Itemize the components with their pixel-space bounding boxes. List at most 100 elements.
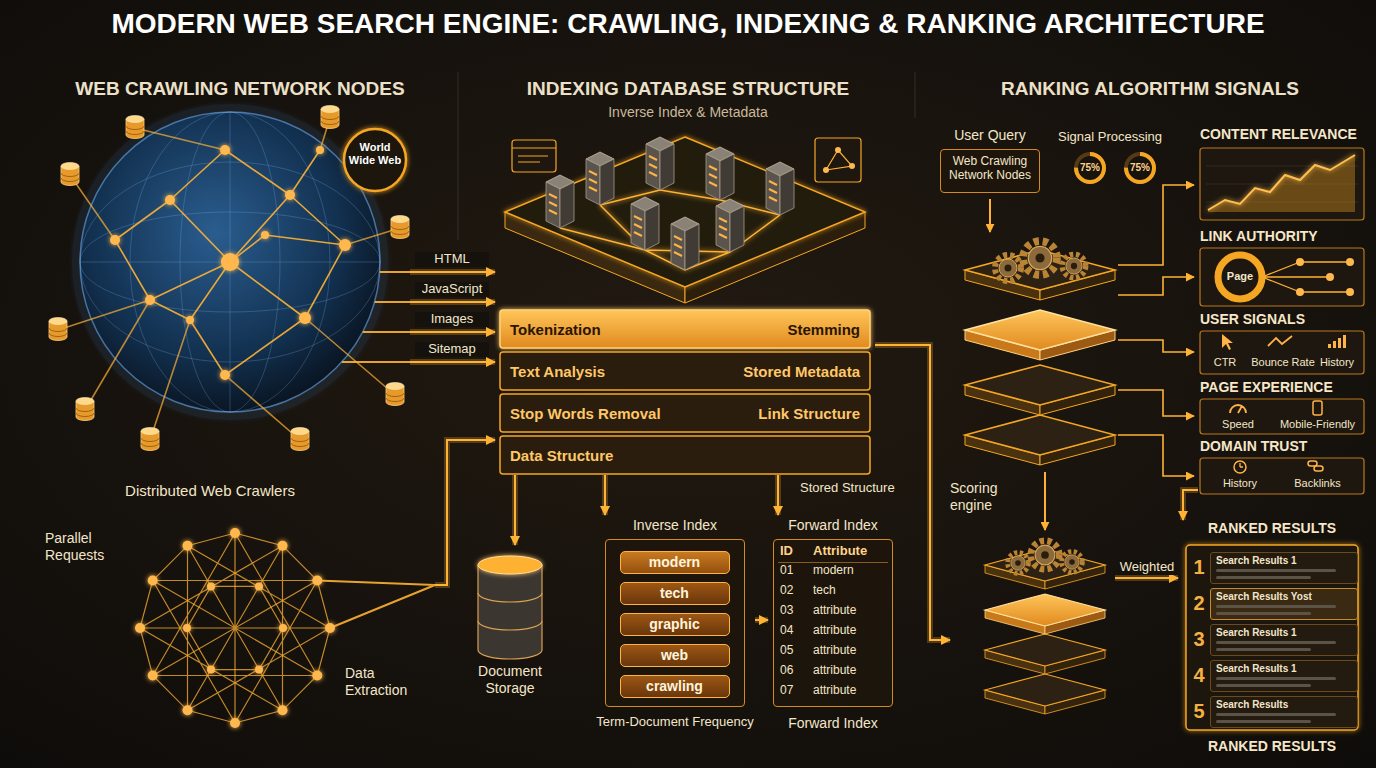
index-stack-art [500,394,870,432]
engine-lower [985,634,1105,674]
node-text: Distributed Web Crawlers [80,482,340,499]
index-stack-art [500,436,870,474]
signal-panel [1240,463,1243,467]
panel [1216,677,1336,680]
document-cylinder [478,556,542,574]
percent-value: 75% [1075,162,1105,174]
index-stack-art [766,162,794,215]
globe-illustration [386,383,404,406]
mesh-network [140,533,435,723]
node-text: 05 [780,644,810,658]
connector [410,361,495,363]
signal-panel [1262,262,1350,292]
connector-glow [410,269,495,275]
engine-upper [965,415,1115,465]
index-stack-art [586,152,614,205]
node-text: attribute [813,644,888,658]
mesh-node: Parallel RequestsData Extraction [40,515,435,760]
node-text: tech [813,584,888,598]
globe-illustration [316,146,324,154]
globe-illustration [110,145,351,380]
globe-illustration [165,195,175,205]
engine-upper [965,310,1115,360]
node-title: 1 [1190,556,1208,579]
globe-illustration [72,104,388,420]
edge-label: HTML [415,252,489,267]
panel [1216,684,1311,687]
term-pill: crawling [620,675,730,698]
node-text: Mobile-Friendly [1275,418,1360,431]
node-text: Page [1225,270,1255,283]
scoring-engine: Scoring engine [950,480,1115,705]
globe-illustration [80,112,380,412]
signal-panel [1326,273,1334,281]
results-panel [1186,545,1358,730]
node-text: modern [813,564,888,578]
globe-illustration [49,318,67,341]
mesh-network [135,623,145,633]
node-title: 4 [1190,664,1208,687]
mesh-network [317,581,435,629]
node-text: Stemming [685,321,860,338]
index-stack-art [826,150,852,170]
document-cylinder [478,556,542,659]
node-title: Tokenization [510,321,685,338]
mesh-network [230,718,240,728]
index-stack-art [505,137,865,287]
engine-upper [1126,154,1154,182]
node-title: User Query [935,127,1045,143]
node-text: Term-Document Frequency [595,715,755,730]
signal-panel [1346,258,1354,266]
forward-index: Forward IndexIDAttribute01modern02tech03… [768,515,898,745]
panel [1216,612,1311,615]
signal-panel [1343,335,1346,348]
index-stack-art [835,147,841,153]
engine-lower [1062,552,1083,573]
node-title: PAGE EXPERIENCE [1200,379,1366,395]
globe-node: World Wide WebDistributed Web Crawlers [40,100,410,510]
section-heading: WEB CRAWLING NETWORK NODES [30,78,450,100]
panel [1216,641,1336,644]
signal-panel [1328,335,1346,348]
engine-upper [1118,185,1194,476]
flow-label: Stored Structure [800,481,900,496]
index-stack-art [560,190,780,270]
result-row: 2Search Results Yost [1190,588,1358,620]
term-pill: graphic [620,613,730,636]
mesh-network [183,624,191,632]
mesh-network [207,666,215,674]
engine-upper [995,255,1021,281]
globe-illustration [339,239,351,251]
globe-illustration [291,428,309,451]
signal-panel [1268,336,1292,346]
globe-illustration [342,272,410,362]
engine-upper [1118,435,1194,476]
node-text: Search Results 1 [1216,627,1352,639]
globe-illustration [76,398,94,421]
engine-upper [1126,154,1154,182]
node-text: attribute [813,604,888,618]
connector [410,271,495,273]
mesh-network [135,528,335,728]
node-text: Data Structure [510,447,685,464]
connector-glow [602,475,608,515]
engine-upper [965,154,1194,530]
result-row: 3Search Results 1 [1190,624,1358,656]
section-subheading: Inverse Index & Metadata [470,104,906,120]
node-text: History [1312,356,1362,369]
node-text: Search Results [1216,699,1352,711]
signal-panel [1338,338,1341,348]
engine-upper [1044,472,1046,530]
results-panel [1186,545,1358,730]
term-pill: tech [620,582,730,605]
connector-glow [410,359,495,365]
mesh-network [312,576,322,586]
signal-card: LINK AUTHORITYPage [1198,228,1366,308]
connector-glow [755,617,768,623]
signal-panel [1218,255,1262,299]
section-heading: RANKING ALGORITHM SIGNALS [930,78,1370,100]
index-stack-art [500,310,870,348]
signal-panel [1200,248,1364,306]
mesh-network [148,576,158,586]
node-title: web [621,647,728,663]
